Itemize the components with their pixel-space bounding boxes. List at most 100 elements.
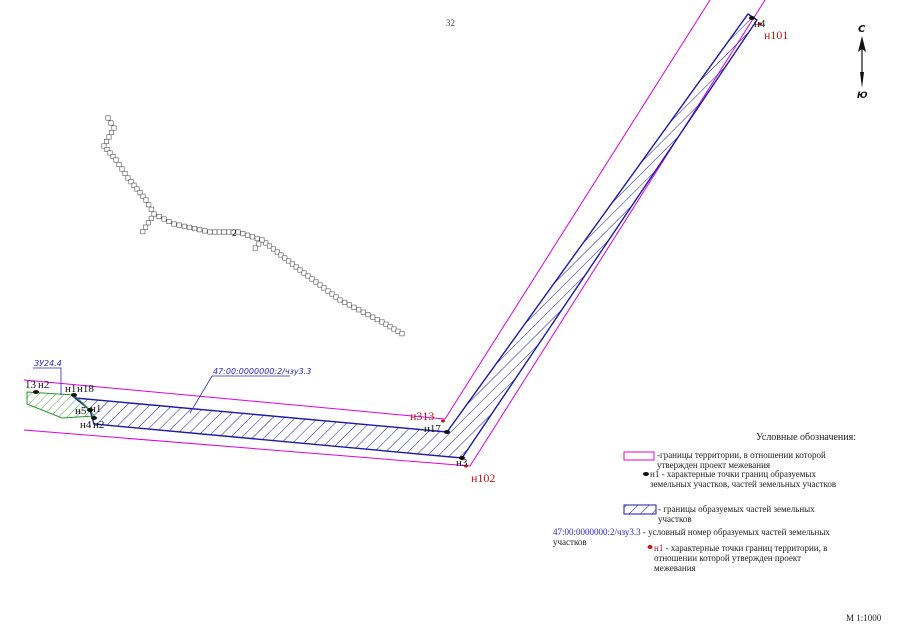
parcel-labels: ЗУ24.4 47:00:0000000:2/чзу3.3: [34, 359, 311, 376]
contour-square: [134, 186, 140, 192]
contour-square: [197, 227, 203, 233]
label-n4: н4: [80, 419, 92, 431]
south-arrow-icon: [860, 72, 864, 88]
contour-square: [125, 175, 131, 181]
legend-item-hatch: - границы образуемых частей земельных уч…: [658, 504, 815, 524]
label-n18: н18: [77, 383, 94, 395]
compass-north-label: С: [858, 24, 866, 35]
contour-square: [202, 228, 208, 234]
contour-square: [156, 214, 162, 220]
contour-square: [148, 206, 154, 212]
territory-boundary: [23, 0, 766, 467]
legend-hatch-rect: [623, 504, 657, 515]
contour-square: [140, 229, 146, 235]
contour-square: [259, 237, 265, 243]
label-n102: н102: [471, 471, 495, 485]
label-n313: н313: [410, 409, 434, 423]
contour-square: [374, 317, 380, 323]
label-zu: ЗУ24.4: [34, 359, 62, 368]
contour-square: [171, 221, 177, 227]
page-number: 32: [446, 18, 455, 28]
legend-item-territory: -границы территории, в отношении которой…: [657, 450, 826, 470]
label-leaders: [33, 367, 290, 414]
characteristic-points: [33, 16, 755, 460]
contour-square: [297, 267, 303, 273]
contour-square: [263, 240, 269, 246]
parcel-part-hatched: [72, 13, 758, 459]
contour-square: [140, 193, 146, 199]
contour-square: [113, 157, 119, 163]
contour-square: [252, 245, 258, 251]
contour-square: [346, 302, 352, 308]
point-n4: [91, 416, 97, 420]
contour-square: [109, 130, 115, 136]
contour-square: [111, 125, 117, 131]
contour-square: [216, 229, 222, 235]
contour-square: [122, 171, 128, 177]
point-n5: [87, 408, 93, 412]
legend-symbols: [623, 451, 657, 549]
contour-square: [221, 229, 227, 235]
legend-red-point: [647, 545, 653, 549]
contour-square: [145, 220, 151, 226]
legend-item-red-points: н1 - характерные точки границ территории…: [654, 543, 828, 573]
map-scale: М 1:1000: [846, 613, 882, 623]
contour-square: [106, 134, 112, 140]
legend-item-black-points: н1 - характерные точки границ образуемых…: [650, 469, 837, 489]
contour-square: [329, 291, 335, 297]
contour-square: [176, 222, 182, 228]
point-n4-top: [749, 16, 755, 20]
contour-square: [370, 314, 376, 320]
contour-square: [249, 234, 255, 240]
label-n1-b: н1: [90, 403, 101, 415]
territory-points: [441, 22, 762, 468]
label-n101: н101: [764, 28, 788, 42]
contour-square: [351, 304, 357, 310]
contour-square: [254, 235, 260, 241]
contour-square: [110, 154, 116, 160]
contour-square: [301, 270, 307, 276]
contour-square: [148, 215, 154, 221]
contour-square: [399, 331, 405, 337]
contour-square: [342, 299, 348, 305]
contour-square: [212, 229, 218, 235]
contour-square: [313, 279, 319, 285]
contour-square: [240, 231, 246, 237]
point-n17: [444, 430, 450, 434]
contour-square: [137, 190, 143, 196]
contour-square: [337, 297, 343, 303]
contour-square: [131, 182, 137, 188]
label-cadastral-part: 47:00:0000000:2/чзу3.3: [213, 367, 311, 376]
contour-square: [116, 162, 122, 168]
point-13: [33, 390, 39, 394]
point-n3: [459, 456, 465, 460]
label-n5: н5: [75, 405, 87, 417]
contour-square: [128, 179, 134, 185]
contour-square: [181, 223, 187, 229]
contour-square: [293, 264, 299, 270]
contour-square: [360, 309, 366, 315]
contour-square: [282, 255, 288, 261]
road-contour-squares: [101, 115, 405, 337]
contour-square: [108, 120, 114, 126]
north-arrow-icon: [858, 36, 866, 52]
contour-square: [107, 150, 113, 156]
contour-square: [356, 307, 362, 313]
contour-square: [146, 202, 152, 208]
contour-square: [256, 241, 262, 247]
legend-title: Условные обозначения:: [756, 432, 857, 443]
contour-square: [325, 288, 331, 294]
compass-rose: С Ю: [857, 24, 868, 101]
contour-square: [305, 273, 311, 279]
contour-square: [143, 224, 149, 230]
legend-item-cadastral: 47:00:0000000:2/чзу3.3 - условный номер …: [553, 527, 830, 547]
contour-square: [151, 211, 157, 217]
contour-square: [274, 249, 280, 255]
contour-square: [321, 285, 327, 291]
contour-square: [278, 252, 284, 258]
contour-square: [161, 216, 167, 222]
contour-square: [317, 282, 323, 288]
contour-square: [207, 229, 213, 235]
contour-square: [289, 261, 295, 267]
